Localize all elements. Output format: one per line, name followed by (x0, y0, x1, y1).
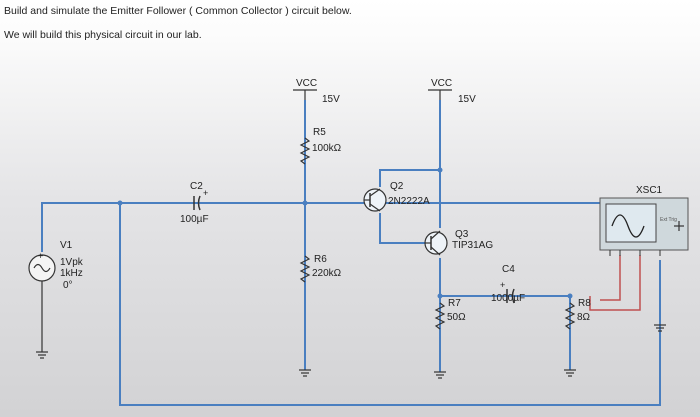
vcc-right-symbol (428, 89, 452, 100)
ground-icon (654, 324, 666, 332)
r5-resistor (299, 137, 311, 165)
q2-emitter-wire (379, 213, 425, 244)
instruction-line-2: We will build this physical circuit in o… (4, 29, 202, 41)
ground-icon (434, 371, 446, 379)
r7-name: R7 (448, 298, 461, 309)
q2-collector-wire (379, 169, 440, 187)
vcc-right-label: VCC (431, 78, 452, 89)
r5-value: 100kΩ (312, 143, 342, 154)
v1-amplitude: 1Vpk (60, 257, 84, 268)
scope-screen (605, 203, 657, 243)
v1-ac-source: + (28, 251, 56, 352)
r7-resistor (434, 302, 446, 330)
c2-name: C2 (190, 181, 203, 192)
q2-part: 2N2222A (388, 196, 430, 207)
instruction-line-1: Build and simulate the Emitter Follower … (4, 5, 352, 17)
q3-transistor (424, 230, 448, 256)
q3-name: Q3 (455, 229, 469, 240)
c4-capacitor: + (500, 280, 515, 304)
svg-text:+: + (38, 251, 43, 261)
oscilloscope[interactable]: Ext Trig (599, 197, 689, 256)
ground-return-wire (119, 203, 661, 406)
v1-frequency: 1kHz (60, 268, 83, 279)
vcc-right-voltage: 15V (458, 94, 476, 105)
svg-text:+: + (500, 280, 505, 290)
q2-name: Q2 (390, 181, 404, 192)
svg-text:+: + (203, 188, 208, 198)
v1-name: V1 (60, 240, 73, 251)
c2-capacitor: + (193, 188, 208, 211)
ground-icon (564, 369, 576, 377)
r8-resistor (564, 302, 576, 330)
probe-wire-2 (600, 255, 621, 301)
c2-value: 100µF (180, 214, 209, 225)
r6-value: 220kΩ (312, 268, 342, 279)
v1-phase: 0° (63, 280, 73, 291)
r6-name: R6 (314, 254, 327, 265)
probe-wire (589, 255, 641, 311)
junctions (117, 167, 573, 299)
vcc-left-symbol (293, 89, 317, 100)
r8-name: R8 (578, 298, 591, 309)
ground-icon (299, 369, 311, 377)
q2-transistor (363, 188, 387, 212)
r8-value: 8Ω (577, 312, 591, 323)
vcc-left-voltage: 15V (322, 94, 340, 105)
input-wire (41, 202, 365, 252)
svg-text:Ext Trig: Ext Trig (660, 217, 677, 223)
xsc1-name: XSC1 (636, 185, 663, 196)
vcc-left-label: VCC (296, 78, 317, 89)
r6-resistor (299, 255, 311, 283)
r5-name: R5 (313, 127, 326, 138)
wires (41, 100, 661, 406)
ground-symbols (36, 324, 666, 379)
q3-part: TIP31AG (452, 240, 493, 251)
sine-wave-icon (611, 214, 645, 238)
c4-value: 1000µF (491, 293, 525, 304)
ground-icon (36, 351, 48, 359)
c4-name: C4 (502, 264, 515, 275)
r7-value: 50Ω (447, 312, 466, 323)
